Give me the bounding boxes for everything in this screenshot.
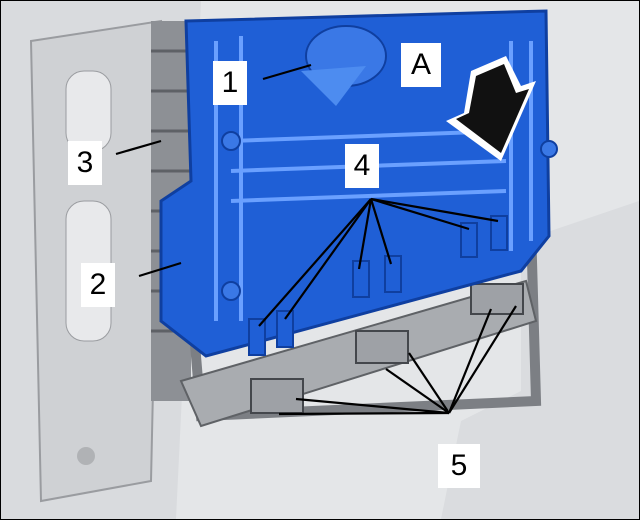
leader-4c — [357, 198, 373, 270]
clip-3 — [470, 283, 524, 315]
callout-3: 3 — [68, 141, 102, 185]
tab-3 — [352, 260, 370, 298]
module-tabs — [248, 215, 508, 356]
callout-2: 2 — [81, 263, 115, 307]
tab-6 — [490, 215, 508, 251]
leader-2 — [138, 261, 182, 278]
direction-arrow — [456, 64, 529, 153]
bracket-hole — [77, 447, 95, 465]
right-body-panel — [441, 201, 639, 519]
leader-5d — [408, 352, 450, 414]
clip-2 — [355, 330, 409, 364]
clip-1 — [250, 378, 304, 414]
tab-1 — [248, 318, 266, 356]
callout-a: A — [401, 43, 441, 87]
leader-5a — [278, 411, 450, 416]
tab-4 — [384, 255, 402, 293]
leader-5c — [385, 368, 450, 414]
module-connector-funnel — [301, 66, 366, 106]
module-bosses — [221, 131, 558, 301]
leader-4e — [370, 197, 470, 231]
leader-5b — [295, 397, 450, 415]
tab-2 — [276, 310, 294, 348]
leader-1 — [262, 63, 312, 81]
bracket-cutout-1 — [65, 70, 112, 152]
callout-4: 4 — [345, 144, 379, 188]
retaining-clips — [250, 283, 524, 414]
leader-5e — [447, 308, 493, 414]
leader-5f — [448, 305, 517, 414]
tab-5 — [460, 222, 478, 258]
leader-lines — [115, 63, 517, 416]
leader-4b — [284, 198, 372, 320]
callout-5: 5 — [438, 444, 480, 488]
leader-4f — [370, 197, 499, 223]
leader-4d — [369, 198, 393, 265]
leader-4a — [258, 198, 372, 327]
leader-3 — [115, 139, 162, 156]
callout-1: 1 — [213, 61, 247, 105]
